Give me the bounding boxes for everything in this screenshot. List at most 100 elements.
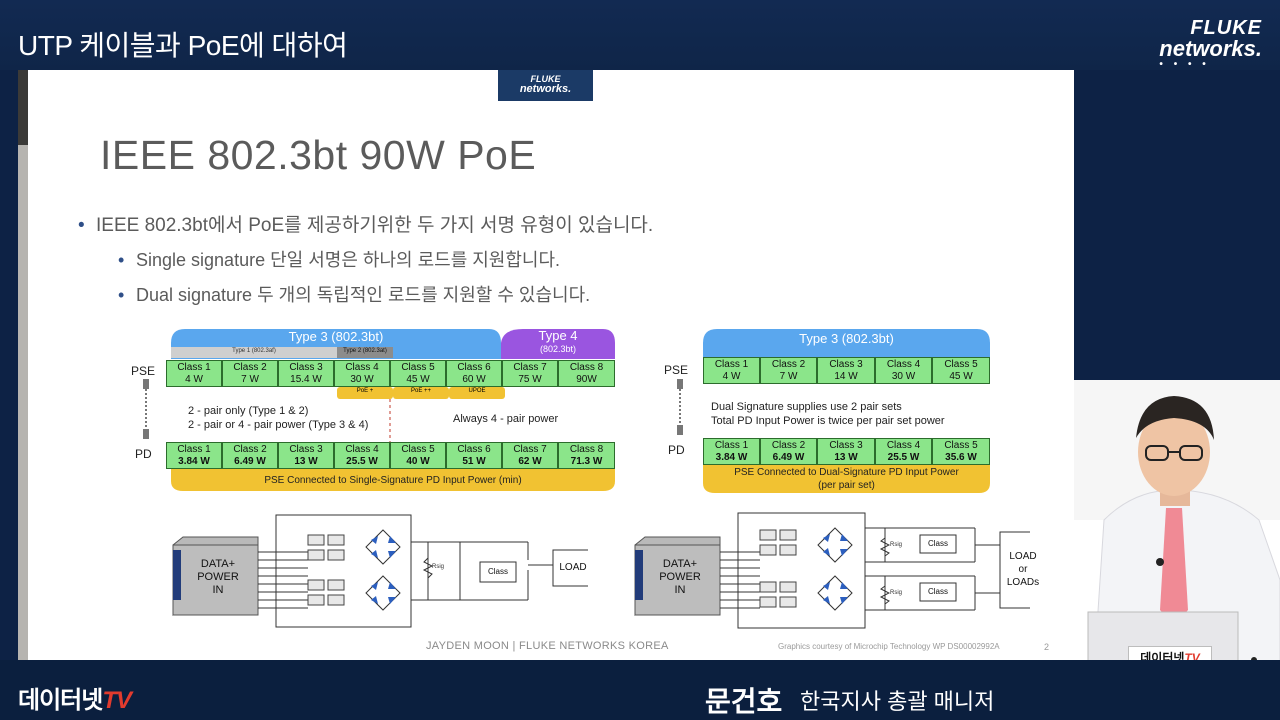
note-two-pair-only: 2 - pair only (Type 1 & 2) (188, 405, 309, 417)
brand-line1: FLUKE (1190, 17, 1262, 39)
bullet-dot: • (118, 285, 125, 305)
rsig-label: Rsig (890, 590, 903, 596)
class-power: 4 W (722, 371, 741, 382)
class-name: Class 1 (177, 362, 211, 373)
bullet-dot: • (78, 215, 85, 236)
bullet-text: Single signature 단일 서명은 하나의 로드를 지원합니다. (136, 250, 561, 270)
page-number: 2 (1044, 642, 1050, 652)
class-power: 25.5 W (346, 456, 378, 467)
speaker-nameplate (700, 672, 1280, 720)
presentation-slide: FLUKE networks. IEEE 802.3bt 90W PoE •IE… (28, 70, 1074, 660)
bullet-item: •IEEE 802.3bt에서 PoE를 제공하기위한 두 가지 서명 유형이 … (78, 210, 653, 237)
class-name: Class 2 (771, 359, 806, 370)
load-box-label: LOAD or LOADs (1000, 550, 1046, 589)
slide-logo: FLUKE networks. (498, 70, 593, 101)
data-power-line1: DATA+ (662, 558, 698, 570)
class-power: 71.3 W (570, 456, 603, 467)
data-power-box-front (634, 544, 721, 616)
type1-bar (171, 347, 337, 358)
class-box-label: Class (927, 539, 948, 548)
class-power: 75 W (518, 374, 542, 385)
box-port (173, 550, 181, 600)
pse-connector (677, 379, 683, 389)
load-box (552, 549, 588, 587)
presenter-hair (1136, 396, 1214, 440)
box-port (635, 550, 643, 600)
tv-logo-tv: TV (102, 687, 132, 714)
class-power: 13 W (294, 456, 318, 467)
class-name: Class 3 (289, 444, 323, 455)
note-always-four-pair: Always 4 - pair power (453, 413, 559, 425)
pd-connector (143, 429, 149, 439)
class-power: 7 W (779, 371, 798, 382)
class-power: 62 W (518, 456, 542, 467)
class-name: Class 2 (233, 362, 267, 373)
class-power: 35.6 W (945, 452, 977, 463)
class-power: 6.49 W (772, 452, 805, 463)
pd-connector (677, 425, 683, 435)
presenter-tie (1160, 508, 1188, 625)
pd-label: PD (135, 447, 152, 461)
data-power-line2: POWER (197, 571, 239, 583)
tv-logo-main: 데이터넷 (18, 687, 103, 714)
class-power: 30 W (350, 374, 374, 385)
slide-logo-line2: networks. (519, 83, 572, 95)
dual-bottom-banner (703, 465, 990, 493)
type3-label: Type 3 (802.3bt) (288, 329, 384, 344)
single-bottom-banner-label: PSE Connected to Single-Signature PD Inp… (264, 475, 522, 486)
class-name: Class 8 (569, 362, 604, 373)
dual-type3-label: Type 3 (802.3bt) (799, 331, 894, 346)
class-power: 90W (576, 374, 597, 385)
pse-connector (143, 379, 149, 389)
type4-banner (501, 329, 615, 359)
bullet-text: Dual signature 두 개의 독립적인 로드를 지원할 수 있습니다. (136, 285, 591, 305)
dual-bottom-banner-label2: (per pair set) (818, 480, 875, 491)
data-power-line3: IN (674, 584, 686, 596)
class-box-label: Class (487, 567, 508, 576)
class-power: 6.49 W (234, 456, 266, 467)
load-line2: or (1018, 564, 1028, 575)
class-power: 3.84 W (715, 452, 748, 463)
dual-circuit-drawing (634, 512, 1030, 629)
class-power: 7 W (241, 374, 259, 385)
type1-label: Type 1 (802.3af) (232, 348, 276, 354)
load-line1: LOAD (1009, 551, 1037, 562)
footer-credit: JAYDEN MOON | FLUKE NETWORKS KOREA (426, 640, 669, 652)
class-power: 4 W (185, 374, 203, 385)
load-box-label: LOAD (559, 562, 587, 573)
single-circuit-drawing (172, 514, 588, 628)
class-power: 14 W (834, 371, 858, 382)
left-stripe (18, 70, 28, 660)
type2-label: Type 2 (802.3at) (343, 348, 387, 354)
class-name: Class 5 (401, 444, 435, 455)
load-box (999, 531, 1030, 609)
tag-poe-plusplus (393, 387, 449, 399)
data-power-line2: POWER (659, 571, 701, 583)
rsig-resistor (879, 585, 891, 605)
bullet-dot: • (118, 250, 125, 270)
dual-signature-background (677, 329, 990, 493)
class-power: 25.5 W (887, 452, 920, 463)
class-box (919, 582, 957, 602)
class-name: Class 6 (457, 444, 491, 455)
class-name: Class 2 (233, 444, 267, 455)
presenter-video (1074, 380, 1280, 672)
tag-upoe (449, 387, 505, 399)
class-power: 60 W (462, 374, 486, 385)
dual-type3-banner (703, 329, 990, 359)
class-name: Class 1 (714, 440, 749, 451)
tag-upoe-label: UPOE (468, 388, 486, 394)
fluke-networks-logo: FLUKE networks. • • • • (1119, 18, 1262, 70)
speaker-role: 한국지사 총괄 매니저 (800, 689, 995, 714)
